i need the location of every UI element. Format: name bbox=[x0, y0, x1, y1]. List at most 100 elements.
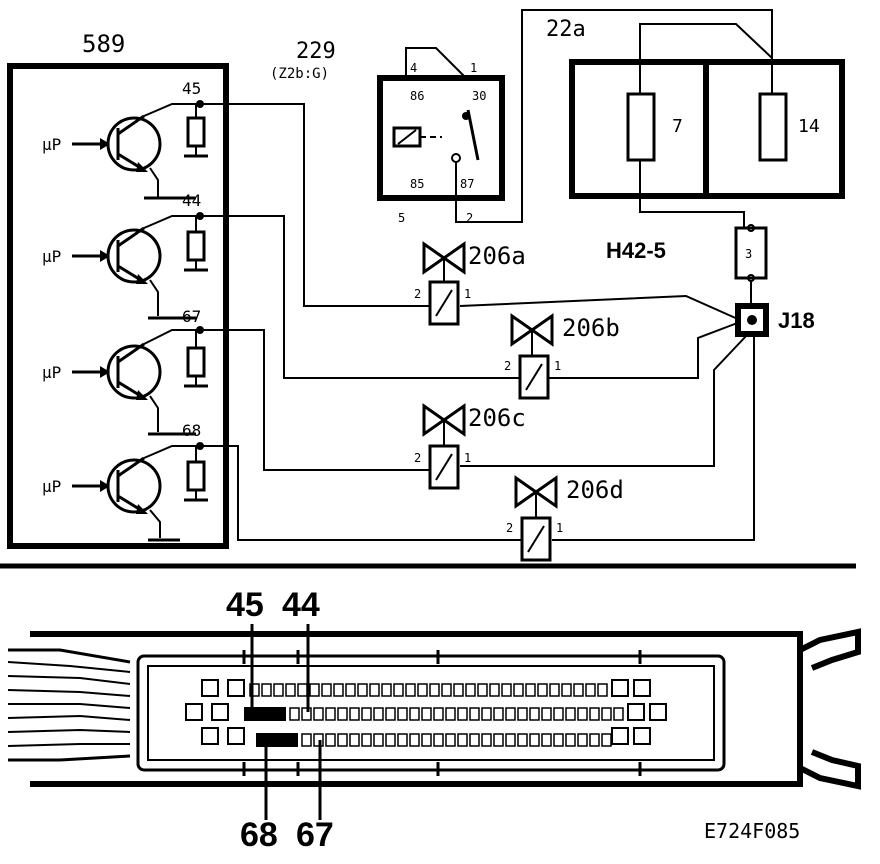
driver-stage-1: µP bbox=[42, 103, 208, 200]
connector-h42-label: H42-5 bbox=[606, 238, 666, 263]
valve-206c-pin-left: 2 bbox=[414, 451, 421, 465]
connector-pin bbox=[549, 683, 560, 697]
relay-pin-86: 86 bbox=[410, 89, 424, 103]
connector-pin bbox=[493, 733, 504, 747]
connector-pin bbox=[289, 707, 300, 721]
connector-pin bbox=[349, 707, 360, 721]
connector-pin bbox=[433, 707, 444, 721]
connector-pin bbox=[409, 707, 420, 721]
connector-pin bbox=[517, 707, 528, 721]
junction-j18: J18 bbox=[735, 303, 815, 337]
connector-pin bbox=[505, 733, 516, 747]
connector-pin bbox=[301, 733, 312, 747]
connector-pin bbox=[337, 707, 348, 721]
connector-pin bbox=[385, 733, 396, 747]
connector-pin bbox=[525, 683, 536, 697]
junction-j18-label: J18 bbox=[778, 308, 815, 333]
connector-pin bbox=[577, 733, 588, 747]
connector-pin bbox=[321, 683, 332, 697]
pin-68-highlight bbox=[256, 733, 298, 747]
connector-pin bbox=[409, 733, 420, 747]
connector-pin bbox=[393, 683, 404, 697]
connector-pin bbox=[585, 683, 596, 697]
connector-pin bbox=[417, 683, 428, 697]
valve-206c-label: 206c bbox=[468, 404, 526, 432]
valve-206d: 206d 2 1 bbox=[506, 475, 624, 562]
connector-pin bbox=[601, 733, 612, 747]
connector-body bbox=[136, 654, 726, 772]
connector-pin bbox=[397, 707, 408, 721]
connector-pin bbox=[381, 683, 392, 697]
connector-pin bbox=[537, 683, 548, 697]
connector-h42: H42-5 3 bbox=[606, 224, 768, 304]
connector-pin bbox=[429, 683, 440, 697]
pin-row-top bbox=[249, 683, 608, 697]
connector-pin bbox=[529, 733, 540, 747]
connector-pin bbox=[373, 733, 384, 747]
connector-pin bbox=[445, 707, 456, 721]
connector-pin bbox=[493, 707, 504, 721]
relay-pin-5: 5 bbox=[398, 211, 405, 225]
connector-pin bbox=[529, 707, 540, 721]
valve-206a-pin-left: 2 bbox=[414, 287, 421, 301]
connector-pin bbox=[325, 733, 336, 747]
fuse-box-22a: 22a 7 14 bbox=[546, 17, 845, 228]
connector-pin bbox=[357, 683, 368, 697]
connector-pin bbox=[325, 707, 336, 721]
connector-pin bbox=[573, 683, 584, 697]
wire-harness bbox=[7, 648, 131, 762]
valve-206b-label: 206b bbox=[562, 314, 620, 342]
connector-pin bbox=[333, 683, 344, 697]
connector-pin bbox=[565, 733, 576, 747]
connector-pin bbox=[445, 733, 456, 747]
input-label-2: µP bbox=[42, 247, 61, 266]
connector-pin bbox=[385, 707, 396, 721]
connector-pin bbox=[349, 733, 360, 747]
connector-pin bbox=[457, 733, 468, 747]
relay-229-box bbox=[377, 75, 505, 201]
connector-pin bbox=[597, 683, 608, 697]
detail-label-45: 45 bbox=[226, 586, 264, 624]
detail-label-67: 67 bbox=[296, 816, 334, 854]
connector-pin bbox=[541, 733, 552, 747]
valve-206b-pin-left: 2 bbox=[504, 359, 511, 373]
connector-pin bbox=[517, 733, 528, 747]
valve-206d-pin-left: 2 bbox=[506, 521, 513, 535]
module-589-box bbox=[7, 63, 229, 549]
connector-pin bbox=[613, 707, 624, 721]
relay-pin-85: 85 bbox=[410, 177, 424, 191]
pin-row-bottom bbox=[301, 733, 612, 747]
valve-206a-pin-right: 1 bbox=[464, 287, 471, 301]
connector-pin bbox=[249, 683, 260, 697]
input-label-4: µP bbox=[42, 477, 61, 496]
connector-pin bbox=[465, 683, 476, 697]
connector-pin bbox=[601, 707, 612, 721]
connector-pin bbox=[541, 707, 552, 721]
driver-stage-4: µP bbox=[42, 445, 208, 542]
valve-206d-pin-right: 1 bbox=[556, 521, 563, 535]
connector-pin bbox=[477, 683, 488, 697]
pin-row-middle bbox=[289, 707, 624, 721]
connector-pin bbox=[405, 683, 416, 697]
wiring bbox=[200, 103, 755, 541]
connector-pin bbox=[421, 707, 432, 721]
fuse-14-label: 14 bbox=[798, 116, 820, 137]
pin-label-68: 68 bbox=[182, 421, 201, 440]
connector-pin bbox=[309, 683, 320, 697]
connector-pin bbox=[273, 683, 284, 697]
connector-pin bbox=[481, 733, 492, 747]
connector-h42-pin: 3 bbox=[745, 247, 752, 261]
connector-pin bbox=[561, 683, 572, 697]
connector-pin bbox=[577, 707, 588, 721]
connector-pin bbox=[337, 733, 348, 747]
connector-pin bbox=[397, 733, 408, 747]
connector-pin bbox=[313, 707, 324, 721]
connector-pin bbox=[345, 683, 356, 697]
connector-detail: 45 44 68 67 bbox=[7, 586, 861, 854]
connector-pin bbox=[361, 707, 372, 721]
pin-label-45: 45 bbox=[182, 79, 201, 98]
connector-pin bbox=[589, 707, 600, 721]
driver-stage-2: µP bbox=[42, 215, 208, 320]
valve-206b-pin-right: 1 bbox=[554, 359, 561, 373]
